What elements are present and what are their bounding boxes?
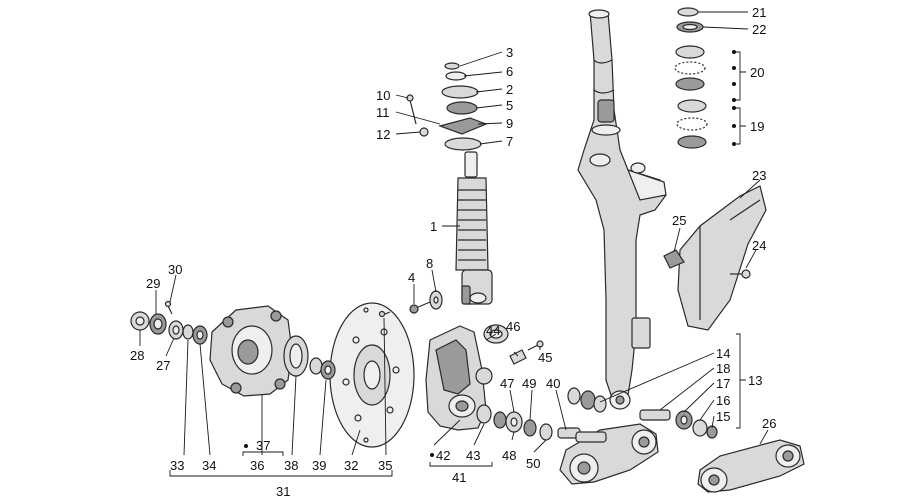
callout-labels: 21 22 20 19 3 6 2 5 9 7 10 11 12 23 25 2…: [130, 5, 776, 499]
callout-8: 8: [426, 256, 433, 271]
callout-39: 39: [312, 458, 326, 473]
callout-1: 1: [430, 219, 437, 234]
callout-20: 20: [750, 65, 764, 80]
callout-18: 18: [716, 361, 730, 376]
callout-41: 41: [452, 470, 466, 485]
fork-cover: [663, 185, 767, 331]
callout-19: 19: [750, 119, 764, 134]
callout-40: 40: [546, 376, 560, 391]
brake-disc: [329, 302, 415, 448]
callout-35: 35: [378, 458, 392, 473]
callout-3: 3: [506, 45, 513, 60]
callout-26: 26: [762, 416, 776, 431]
lower-link-arm: [559, 423, 659, 485]
callout-47: 47: [500, 376, 514, 391]
callout-13: 13: [748, 373, 762, 388]
callout-37: 37: [256, 438, 270, 453]
callout-50: 50: [526, 456, 540, 471]
callout-29: 29: [146, 276, 160, 291]
callout-9: 9: [506, 116, 513, 131]
callout-46: 46: [506, 319, 520, 334]
callout-7: 7: [506, 134, 513, 149]
callout-15: 15: [716, 409, 730, 424]
shock-absorber: [455, 151, 493, 305]
callout-24: 24: [752, 238, 766, 253]
link-arm-26: [697, 439, 805, 493]
callout-43: 43: [466, 448, 480, 463]
callout-34: 34: [202, 458, 216, 473]
axle-parts-lower: [476, 404, 581, 441]
callout-45: 45: [538, 350, 552, 365]
callout-30: 30: [168, 262, 182, 277]
wheel-hub: [209, 305, 309, 397]
callout-32: 32: [344, 458, 358, 473]
washer-8: [429, 290, 443, 310]
callout-33: 33: [170, 458, 184, 473]
callout-4: 4: [408, 270, 415, 285]
callout-36: 36: [250, 458, 264, 473]
bracket-dots: [244, 50, 736, 457]
callout-42: 42: [436, 448, 450, 463]
callout-11: 11: [376, 105, 390, 120]
callout-31: 31: [276, 484, 290, 499]
callout-5: 5: [506, 98, 513, 113]
callout-25: 25: [672, 213, 686, 228]
callout-22: 22: [752, 22, 766, 37]
callout-10: 10: [376, 88, 390, 103]
callout-49: 49: [522, 376, 536, 391]
callout-17: 17: [716, 376, 730, 391]
callout-12: 12: [376, 127, 390, 142]
callout-14: 14: [716, 346, 730, 361]
screw-24: [730, 269, 751, 279]
hub-left-small-parts: [130, 300, 208, 345]
axle-spacers: [309, 357, 336, 380]
callout-21: 21: [752, 5, 766, 20]
leader-lines: [139, 11, 769, 477]
steering-bearing-stack: [674, 7, 708, 149]
callout-44: 44: [486, 323, 500, 338]
callout-28: 28: [130, 348, 144, 363]
shock-top-hardware: [406, 62, 488, 151]
callout-38: 38: [284, 458, 298, 473]
callout-23: 23: [752, 168, 766, 183]
steering-fork: [577, 9, 667, 410]
callout-48: 48: [502, 448, 516, 463]
bolt-4: [409, 301, 431, 314]
callout-2: 2: [506, 82, 513, 97]
callout-6: 6: [506, 64, 513, 79]
callout-16: 16: [716, 393, 730, 408]
caliper-assembly: [425, 324, 544, 431]
callout-27: 27: [156, 358, 170, 373]
